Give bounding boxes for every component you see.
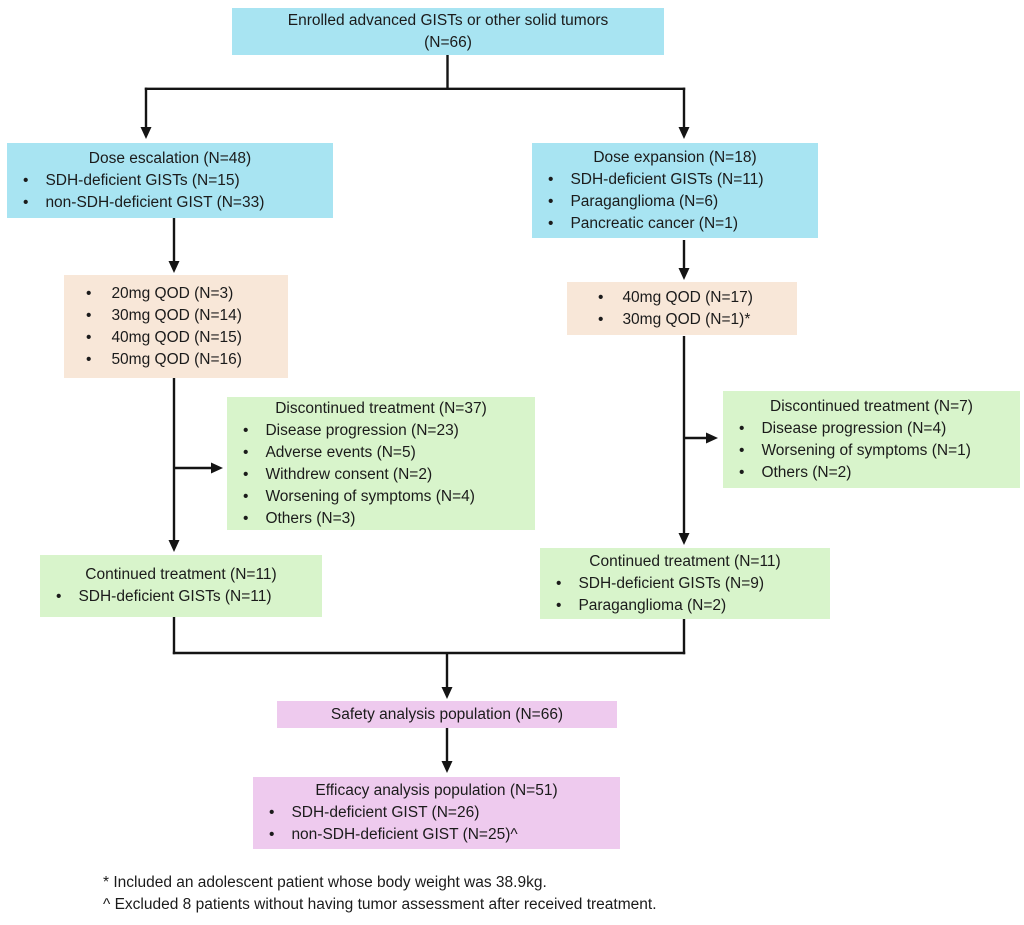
list-item: Disease progression (N=4) (727, 418, 1016, 440)
list-item-text: 30mg QOD (N=14) (111, 306, 242, 324)
box-doses-escalation: 20mg QOD (N=3) 30mg QOD (N=14) 40mg QOD … (64, 275, 288, 378)
list-item: Paraganglioma (N=2) (544, 595, 826, 617)
list-item-text: Withdrew consent (N=2) (265, 465, 433, 483)
list-item: SDH-deficient GISTs (N=9) (544, 573, 826, 595)
continued-expansion-title: Continued treatment (N=11) (589, 552, 781, 570)
list-item-text: 40mg QOD (N=15) (111, 328, 242, 346)
list-item: Worsening of symptoms (N=4) (231, 486, 531, 508)
discontinued-expansion-title: Discontinued treatment (N=7) (770, 397, 973, 415)
box-efficacy-analysis: Efficacy analysis population (N=51) SDH-… (253, 777, 620, 849)
box-discontinued-expansion: Discontinued treatment (N=7) Disease pro… (723, 391, 1020, 488)
list-item-text: Disease progression (N=4) (761, 419, 947, 437)
list-item-text: Disease progression (N=23) (265, 421, 459, 439)
box-discontinued-escalation: Discontinued treatment (N=37) Disease pr… (227, 397, 535, 530)
efficacy-analysis-title: Efficacy analysis population (N=51) (315, 782, 558, 799)
list-item: 50mg QOD (N=16) (68, 349, 284, 371)
list-item: 20mg QOD (N=3) (68, 283, 284, 305)
box-enrolled: Enrolled advanced GISTs or other solid t… (232, 8, 664, 55)
list-item: Paraganglioma (N=6) (536, 191, 814, 213)
enrolled-count: (N=66) (424, 33, 472, 51)
list-item-text: 40mg QOD (N=17) (622, 288, 753, 306)
list-item-text: Adverse events (N=5) (265, 443, 416, 461)
list-item: SDH-deficient GISTs (N=11) (44, 586, 318, 608)
list-item-text: SDH-deficient GISTs (N=11) (570, 170, 764, 188)
box-continued-escalation: Continued treatment (N=11) SDH-deficient… (40, 555, 322, 617)
list-item: 40mg QOD (N=17) (571, 287, 793, 309)
list-item-text: Worsening of symptoms (N=1) (761, 441, 971, 459)
list-item-text: 30mg QOD (N=1)* (622, 310, 751, 328)
list-item-text: Others (N=2) (761, 463, 852, 481)
footnote-asterisk: * Included an adolescent patient whose b… (103, 874, 547, 891)
list-item-text: SDH-deficient GISTs (N=9) (578, 574, 765, 592)
list-item-text: SDH-deficient GIST (N=26) (291, 804, 480, 821)
continued-escalation-title: Continued treatment (N=11) (85, 566, 277, 583)
list-item: SDH-deficient GIST (N=26) (257, 802, 616, 824)
list-item: 40mg QOD (N=15) (68, 327, 284, 349)
box-doses-expansion: 40mg QOD (N=17) 30mg QOD (N=1)* (567, 282, 797, 335)
list-item: Pancreatic cancer (N=1) (536, 213, 814, 235)
list-item: Adverse events (N=5) (231, 442, 531, 464)
list-item: SDH-deficient GISTs (N=15) (11, 170, 329, 192)
list-item-text: Others (N=3) (265, 509, 356, 527)
list-item: non-SDH-deficient GIST (N=33) (11, 192, 329, 214)
box-dose-escalation: Dose escalation (N=48) SDH-deficient GIS… (7, 143, 333, 218)
list-item-text: Paraganglioma (N=2) (578, 596, 727, 614)
list-item: Disease progression (N=23) (231, 420, 531, 442)
discontinued-escalation-title: Discontinued treatment (N=37) (275, 399, 487, 417)
list-item: SDH-deficient GISTs (N=11) (536, 169, 814, 191)
list-item-text: Pancreatic cancer (N=1) (570, 214, 738, 232)
list-item: 30mg QOD (N=14) (68, 305, 284, 327)
enrolled-title: Enrolled advanced GISTs or other solid t… (287, 11, 609, 29)
list-item-text: Paraganglioma (N=6) (570, 192, 719, 210)
list-item: 30mg QOD (N=1)* (571, 309, 793, 331)
list-item-text: SDH-deficient GISTs (N=15) (45, 171, 240, 189)
box-continued-expansion: Continued treatment (N=11) SDH-deficient… (540, 548, 830, 619)
list-item: Others (N=2) (727, 462, 1016, 484)
list-item: Others (N=3) (231, 508, 531, 530)
list-item: Worsening of symptoms (N=1) (727, 440, 1016, 462)
box-safety-analysis: Safety analysis population (N=66) (277, 701, 617, 728)
list-item-text: non-SDH-deficient GIST (N=25)^ (291, 826, 518, 843)
list-item-text: SDH-deficient GISTs (N=11) (78, 588, 272, 605)
list-item-text: non-SDH-deficient GIST (N=33) (45, 193, 265, 211)
dose-expansion-title: Dose expansion (N=18) (593, 148, 757, 166)
dose-escalation-title: Dose escalation (N=48) (88, 149, 252, 167)
list-item: non-SDH-deficient GIST (N=25)^ (257, 824, 616, 846)
list-item-text: Worsening of symptoms (N=4) (265, 487, 475, 505)
list-item-text: 20mg QOD (N=3) (111, 284, 234, 302)
footnotes: * Included an adolescent patient whose b… (103, 872, 823, 916)
box-dose-expansion: Dose expansion (N=18) SDH-deficient GIST… (532, 143, 818, 238)
safety-analysis-title: Safety analysis population (N=66) (330, 705, 564, 723)
footnote-caret: ^ Excluded 8 patients without having tum… (103, 896, 657, 913)
list-item-text: 50mg QOD (N=16) (111, 350, 242, 368)
list-item: Withdrew consent (N=2) (231, 464, 531, 486)
